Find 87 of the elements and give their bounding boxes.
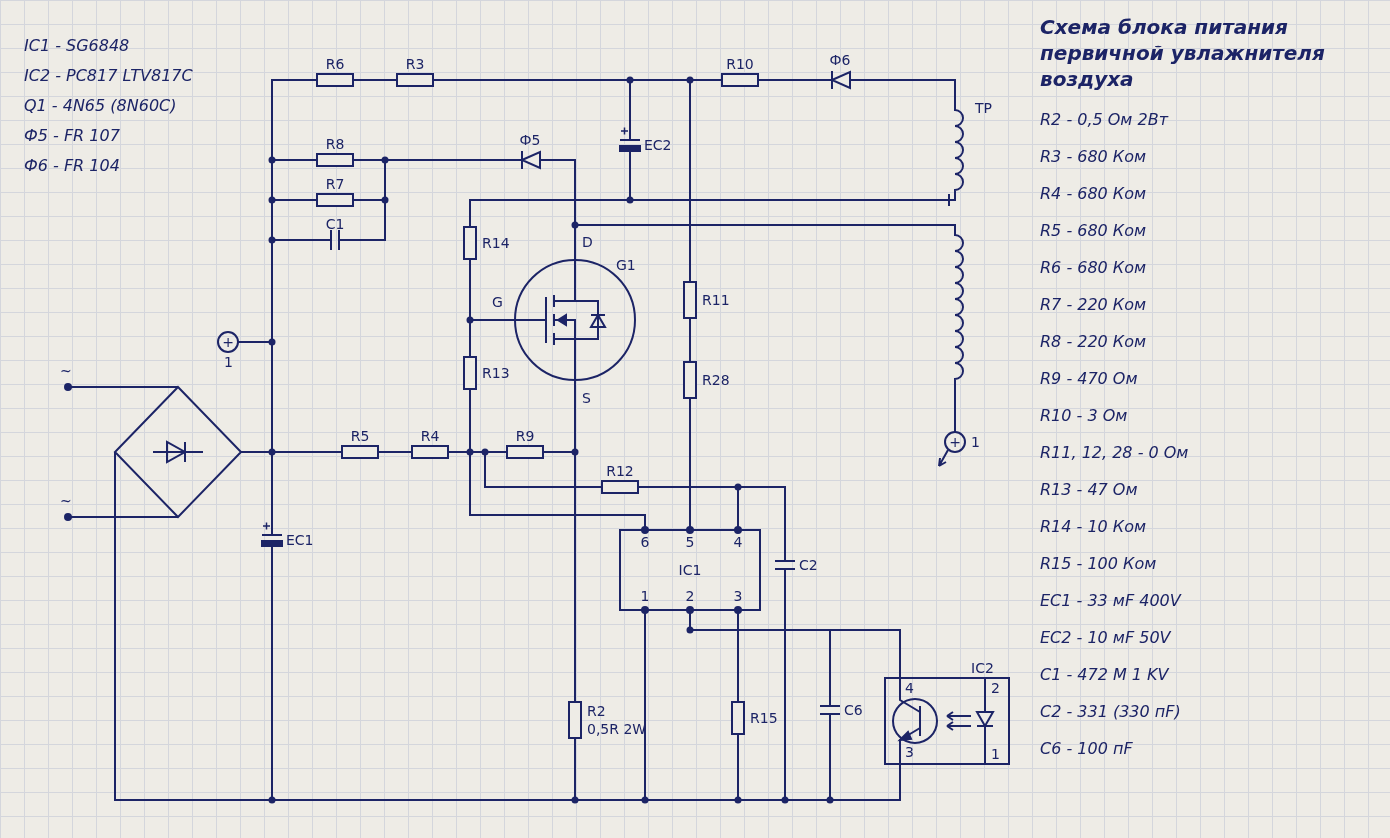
- component-label: R14: [482, 235, 510, 251]
- component-label: R15: [750, 710, 778, 726]
- component-label: Ф5: [519, 132, 541, 148]
- pin-number: 2: [991, 680, 1000, 696]
- component-value-note: R14 - 10 Ком: [1040, 517, 1147, 537]
- wire: [689, 329, 691, 351]
- parts-list-entry: Q1 - 4N65 (8N60C): [24, 96, 177, 116]
- component-value-note: C2 - 331 (330 пF): [1040, 702, 1181, 722]
- pin-number: 5: [685, 534, 695, 550]
- component-label: R8: [325, 136, 345, 152]
- wire: [459, 451, 591, 488]
- component-value-note: R15 - 100 Ком: [1040, 554, 1157, 574]
- wire: [99, 516, 179, 518]
- pin-number: 4: [905, 680, 914, 696]
- component-label: IC2: [971, 660, 994, 676]
- diagram-title: Схема блока питания первичной увлажнителя воздуха: [1040, 14, 1326, 92]
- wire: [389, 451, 401, 453]
- component-label: C6: [844, 702, 863, 718]
- component-label: EC2: [644, 137, 672, 153]
- component-label: ~: [60, 363, 72, 379]
- pin-number: 1: [640, 588, 650, 604]
- component-label: R13: [482, 365, 510, 381]
- parts-list-entry: Ф5 - FR 107: [24, 126, 120, 146]
- component-label: R28: [702, 372, 730, 388]
- component-value-note: R8 - 220 Ком: [1040, 332, 1147, 352]
- wire: [869, 79, 956, 101]
- wire: [954, 399, 956, 421]
- wire: [364, 159, 501, 241]
- component-value-note: R11, 12, 28 - 0 Ом: [1040, 443, 1189, 463]
- pin-number: 4: [733, 534, 743, 550]
- component-value-note: C6 - 100 пF: [1040, 739, 1133, 759]
- component-value-note: R7 - 220 Ком: [1040, 295, 1147, 315]
- component-label: IC1: [678, 562, 702, 578]
- component-value-note: R6 - 680 Ком: [1040, 258, 1147, 278]
- pin-number: 6: [640, 534, 650, 550]
- wire: [769, 79, 811, 81]
- component-value-note: R4 - 680 Ком: [1040, 184, 1147, 204]
- component-value-note: R10 - 3 Ом: [1040, 406, 1128, 426]
- wire: [574, 384, 576, 691]
- pin-number: 1: [991, 746, 1000, 762]
- component-label: ~: [60, 493, 72, 509]
- component-label: Ф6: [829, 52, 851, 68]
- wire: [649, 486, 786, 541]
- component-label: R3: [405, 56, 425, 72]
- component-label: R11: [702, 292, 730, 308]
- wire: [364, 79, 386, 81]
- component-label: R10: [726, 56, 754, 72]
- component-label: R4: [420, 428, 440, 444]
- component-value-note: R5 - 680 Ком: [1040, 221, 1147, 241]
- component-label: R6: [325, 56, 345, 72]
- component-label: G1: [616, 257, 636, 273]
- component-label: C2: [799, 557, 818, 573]
- pin-number: 3: [733, 588, 743, 604]
- component-label: R5: [350, 428, 370, 444]
- wire: [629, 189, 946, 201]
- component-label: R9: [515, 428, 535, 444]
- component-value-note: C1 - 472 M 1 KV: [1040, 665, 1169, 685]
- parts-list-entry: IC2 - PC817 LTV817C: [24, 66, 193, 86]
- component-label: EC1: [286, 532, 314, 548]
- pin-label: D: [582, 234, 593, 250]
- component-value-note: R13 - 47 Ом: [1040, 480, 1138, 500]
- parts-list-entry: Ф6 - FR 104: [24, 156, 120, 176]
- pin-number: 2: [685, 588, 695, 604]
- wire: [99, 386, 179, 388]
- wire: [240, 239, 306, 453]
- wire: [829, 739, 901, 801]
- polarity-sign: +: [222, 334, 234, 350]
- component-value-note: R3 - 680 Ком: [1040, 147, 1147, 167]
- wire: [469, 319, 511, 346]
- wire: [574, 224, 946, 256]
- component-value-note: EC2 - 10 мF 50V: [1040, 628, 1171, 648]
- wire: [444, 79, 691, 271]
- component-label: R12: [606, 463, 634, 479]
- component-value-note: EC1 - 33 мF 400V: [1040, 591, 1181, 611]
- parts-list-entry: IC1 - SG6848: [24, 36, 130, 56]
- pin-label: S: [582, 390, 591, 406]
- polarity-sign: +: [949, 434, 961, 450]
- terminal-number: 1: [971, 434, 980, 450]
- component-label: C1: [325, 216, 345, 232]
- terminal-number: 1: [224, 354, 233, 370]
- component-label: R2: [587, 703, 606, 719]
- component-label: R7: [325, 176, 345, 192]
- pin-number: 3: [905, 744, 914, 760]
- component-label: TP: [975, 100, 992, 116]
- component-value-note: R9 - 470 Ом: [1040, 369, 1138, 389]
- component-value-note: R2 - 0,5 Ом 2Вт: [1040, 110, 1168, 130]
- pin-label: G: [492, 294, 503, 310]
